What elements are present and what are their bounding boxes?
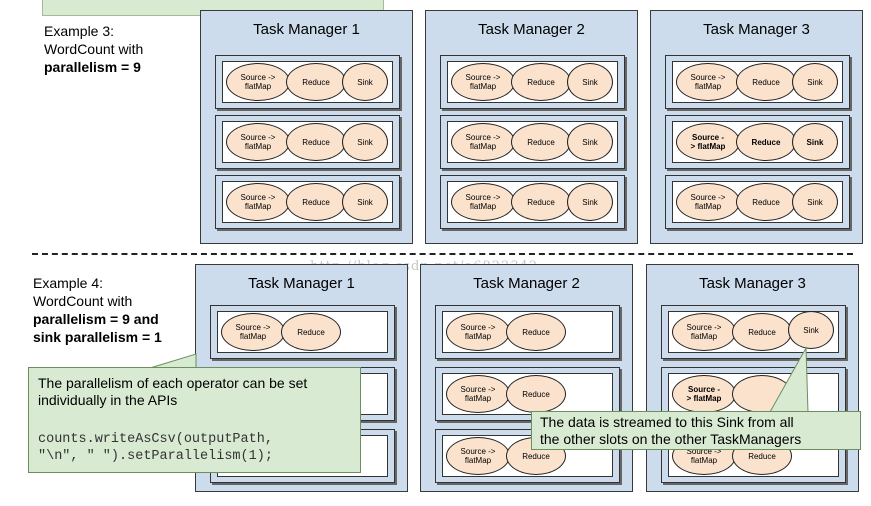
- reduce-operator: Reduce: [506, 313, 566, 351]
- example4-line4: sink parallelism = 1: [33, 329, 162, 345]
- api-callout-text: The parallelism of each operator can be …: [38, 375, 308, 408]
- ex4-tm2-slot-1: Source ->flatMap Reduce: [435, 305, 620, 359]
- ex4-tm2-title: Task Manager 2: [473, 275, 580, 292]
- ex3-tm1-slot-2: Source ->flatMap Reduce Sink: [215, 115, 400, 169]
- ex3-task-manager-3: Task Manager 3 Source ->flatMap Reduce S…: [650, 10, 863, 244]
- source-flatmap-operator: Source ->flatMap: [451, 63, 515, 101]
- reduce-operator: Reduce: [281, 313, 341, 351]
- sink-operator: Sink: [792, 63, 838, 101]
- code-line-1: counts.writeAsCsv(outputPath,: [38, 432, 273, 447]
- sink-callout-line2: the other slots on the other TaskManager…: [540, 431, 802, 447]
- sink-operator: Sink: [788, 311, 834, 349]
- reduce-operator: Reduce: [511, 183, 571, 221]
- example3-line2: WordCount with: [44, 41, 144, 57]
- sink-operator: Sink: [567, 123, 613, 161]
- source-flatmap-operator: Source ->flatMap: [672, 313, 736, 351]
- example4-line3: parallelism = 9 and: [33, 311, 159, 327]
- ex4-tm3-slot-1: Source ->flatMap Reduce Sink: [661, 305, 846, 359]
- reduce-operator: Reduce: [511, 63, 571, 101]
- reduce-operator: Reduce: [736, 63, 796, 101]
- api-parallelism-callout: The parallelism of each operator can be …: [28, 367, 361, 473]
- api-callout-pointer: [149, 353, 197, 369]
- code-line-2: "\n", " ").setParallelism(1);: [38, 449, 273, 464]
- source-flatmap-operator: Source ->flatMap: [451, 183, 515, 221]
- sink-callout-pointer: [769, 346, 809, 413]
- ex3-tm2-title: Task Manager 2: [478, 21, 585, 38]
- reduce-operator: Reduce: [732, 313, 792, 351]
- reduce-operator: Reduce: [286, 123, 346, 161]
- ex3-task-manager-1: Task Manager 1 Source ->flatMap Reduce S…: [200, 10, 413, 244]
- ex3-tm3-slot-3: Source ->flatMap Reduce Sink: [665, 175, 850, 229]
- ex3-tm1-slot-3: Source ->flatMap Reduce Sink: [215, 175, 400, 229]
- ex4-tm3-title: Task Manager 3: [699, 275, 806, 292]
- section-divider: [32, 253, 853, 255]
- ex4-task-manager-3: Task Manager 3 Source ->flatMap Reduce S…: [646, 264, 859, 492]
- sink-operator-highlighted: Sink: [792, 123, 838, 161]
- ex3-task-manager-2: Task Manager 2 Source ->flatMap Reduce S…: [425, 10, 638, 244]
- sink-operator: Sink: [342, 123, 388, 161]
- sink-operator: Sink: [342, 183, 388, 221]
- example4-line1: Example 4:: [33, 275, 104, 291]
- source-flatmap-operator: Source ->flatMap: [446, 437, 510, 475]
- ex3-tm2-slot-3: Source ->flatMap Reduce Sink: [440, 175, 625, 229]
- reduce-operator-highlighted: Reduce: [736, 123, 796, 161]
- ex3-tm1-slot-1: Source ->flatMap Reduce Sink: [215, 55, 400, 109]
- sink-operator: Sink: [567, 63, 613, 101]
- example3-line3: parallelism = 9: [44, 59, 141, 75]
- reduce-operator: Reduce: [736, 183, 796, 221]
- ex4-tm1-slot-1: Source ->flatMap Reduce: [210, 305, 395, 359]
- sink-operator: Sink: [567, 183, 613, 221]
- ex3-tm3-title: Task Manager 3: [703, 21, 810, 38]
- source-flatmap-operator: Source ->flatMap: [226, 183, 290, 221]
- source-flatmap-operator: Source ->flatMap: [226, 63, 290, 101]
- ex3-tm2-slot-2: Source ->flatMap Reduce Sink: [440, 115, 625, 169]
- sink-streaming-callout: The data is streamed to this Sink from a…: [531, 411, 861, 450]
- sink-callout-line1: The data is streamed to this Sink from a…: [540, 414, 794, 430]
- source-flatmap-operator: Source ->flatMap: [676, 183, 740, 221]
- ex4-tm2-slot-2: Source ->flatMap Reduce: [435, 367, 620, 421]
- example3-label: Example 3: WordCount with parallelism = …: [44, 22, 143, 76]
- sink-operator: Sink: [792, 183, 838, 221]
- source-flatmap-operator: Source ->flatMap: [226, 123, 290, 161]
- source-flatmap-operator: Source ->flatMap: [221, 313, 285, 351]
- example3-line1: Example 3:: [44, 23, 115, 39]
- ex3-tm3-slot-1: Source ->flatMap Reduce Sink: [665, 55, 850, 109]
- ex3-tm1-title: Task Manager 1: [253, 21, 360, 38]
- reduce-operator: Reduce: [286, 63, 346, 101]
- source-flatmap-operator: Source ->flatMap: [446, 375, 510, 413]
- example4-label: Example 4: WordCount with parallelism = …: [33, 274, 162, 346]
- ex4-task-manager-2: Task Manager 2 Source ->flatMap Reduce S…: [420, 264, 633, 492]
- source-flatmap-operator: Source ->flatMap: [676, 63, 740, 101]
- source-flatmap-operator-highlighted: Source -> flatMap: [672, 375, 736, 413]
- sink-operator: Sink: [342, 63, 388, 101]
- source-flatmap-operator-highlighted: Source -> flatMap: [676, 123, 740, 161]
- source-flatmap-operator: Source ->flatMap: [451, 123, 515, 161]
- ex4-tm1-title: Task Manager 1: [248, 275, 355, 292]
- ex3-tm3-slot-2: Source -> flatMap Reduce Sink: [665, 115, 850, 169]
- example4-line2: WordCount with: [33, 293, 133, 309]
- reduce-operator: Reduce: [511, 123, 571, 161]
- source-flatmap-operator: Source ->flatMap: [446, 313, 510, 351]
- ex4-tm2-slot-3: Source ->flatMap Reduce: [435, 429, 620, 483]
- ex3-tm2-slot-1: Source ->flatMap Reduce Sink: [440, 55, 625, 109]
